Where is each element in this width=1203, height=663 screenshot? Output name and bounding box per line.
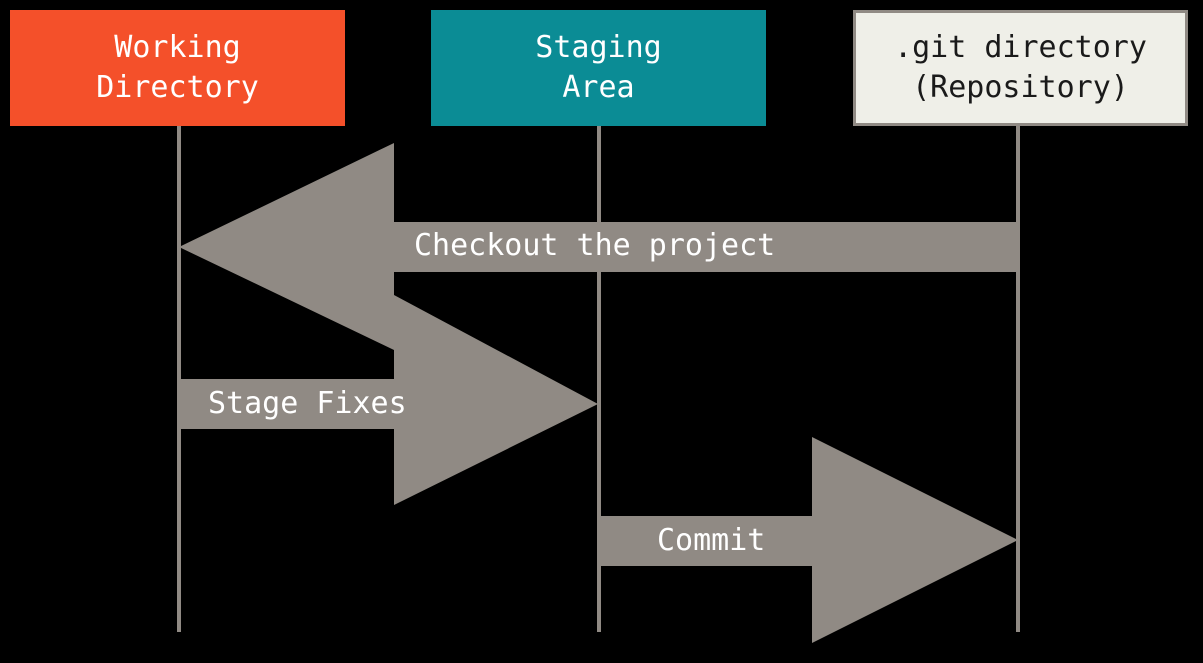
node-working-directory-label: Working Directory [96,30,259,105]
node-staging-area-label: Staging Area [535,30,662,105]
arrow-commit-shape [599,437,1018,643]
node-staging-area[interactable]: Staging Area [431,10,766,126]
arrow-stage-fixes-label: Stage Fixes [208,386,407,421]
arrow-checkout-shape [179,143,1018,350]
arrow-commit-label: Commit [657,523,766,558]
lifeline-staging-area [597,126,601,632]
lifeline-git-directory [1016,126,1020,632]
node-git-directory[interactable]: .git directory (Repository) [853,10,1188,126]
node-working-directory[interactable]: Working Directory [10,10,345,126]
arrow-stage-fixes-shape [179,295,598,505]
node-git-directory-label: .git directory (Repository) [894,30,1147,105]
arrow-checkout-label: Checkout the project [414,228,776,263]
